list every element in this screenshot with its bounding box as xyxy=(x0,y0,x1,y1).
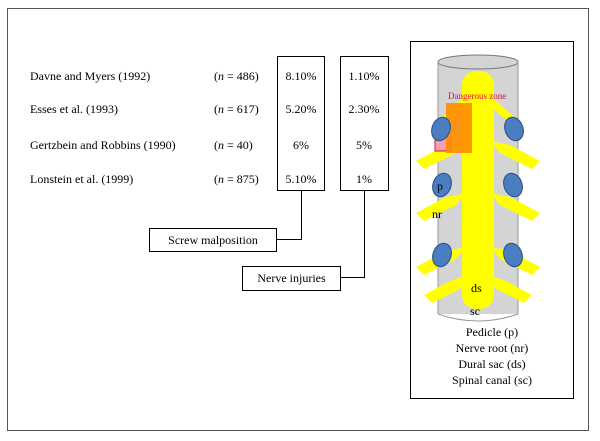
pedicle-left-3 xyxy=(432,242,452,268)
study-author-1: Davne and Myers (1992) xyxy=(30,69,151,83)
spinal-canal-bottom xyxy=(437,313,519,322)
screw-malposition-label: Screw malposition xyxy=(149,228,277,252)
study-author-4: Lonstein et al. (1999) xyxy=(30,172,134,186)
pedicle-right-2 xyxy=(503,172,523,198)
study-n-3: (n = 40) xyxy=(214,138,253,152)
pedicle-left-1 xyxy=(431,116,451,142)
legend-pedicle: Pedicle (p) xyxy=(465,325,519,339)
nerve-root-left-4 xyxy=(424,275,468,303)
study-author-2: Esses et al. (1993) xyxy=(30,102,118,116)
spinal-canal-label: sc xyxy=(470,304,480,318)
malposition-column-box xyxy=(277,56,325,191)
nerve-connector-horizontal xyxy=(340,277,365,278)
nerve-injury-value-1: 1.10% xyxy=(348,69,380,83)
pedicle-label: p xyxy=(437,179,443,193)
nerve-injury-value-3: 5% xyxy=(356,138,372,152)
study-n-2: (n = 617) xyxy=(214,102,259,116)
malposition-value-3: 6% xyxy=(293,138,309,152)
nerve-root-left-2 xyxy=(416,193,466,221)
nerve-injuries-label: Nerve injuries xyxy=(242,266,341,291)
nerve-injury-value-4: 1% xyxy=(356,172,372,186)
pedicle-right-1 xyxy=(504,116,524,142)
nerve-root-right-2 xyxy=(490,193,540,221)
study-n-4: (n = 875) xyxy=(214,172,259,186)
nerve-injury-column-box xyxy=(340,56,389,191)
nerve-connector-vertical xyxy=(364,191,365,278)
malposition-value-4: 5.10% xyxy=(285,172,317,186)
malposition-connector-vertical xyxy=(301,191,302,240)
malposition-value-2: 5.20% xyxy=(285,102,317,116)
nerve-root-right-4 xyxy=(488,275,532,303)
study-author-3: Gertzbein and Robbins (1990) xyxy=(30,138,176,152)
dangerous-zone-label: Dangerous zone xyxy=(448,91,506,101)
nerve-injury-value-2: 2.30% xyxy=(348,102,380,116)
figure-frame xyxy=(7,8,589,431)
legend-dural-sac: Dural sac (ds) xyxy=(458,357,526,371)
dural-sac-label: ds xyxy=(471,281,482,295)
nerve-root-right-1 xyxy=(490,141,540,169)
spine-illustration: Dangerous zone p nr ds sc xyxy=(416,54,540,322)
pedicle-left-2 xyxy=(432,172,452,198)
malposition-connector-horizontal xyxy=(276,239,302,240)
spine-diagram-box xyxy=(410,41,574,399)
legend-nerve-root: Nerve root (nr) xyxy=(455,341,529,355)
pedicles xyxy=(431,116,524,268)
study-n-1: (n = 486) xyxy=(214,69,259,83)
malposition-value-1: 8.10% xyxy=(285,69,317,83)
legend-spinal-canal: Spinal canal (sc) xyxy=(452,373,532,387)
pedicle-right-3 xyxy=(503,242,523,268)
spinal-canal-top xyxy=(437,54,519,70)
nerve-root-label: nr xyxy=(432,207,442,221)
